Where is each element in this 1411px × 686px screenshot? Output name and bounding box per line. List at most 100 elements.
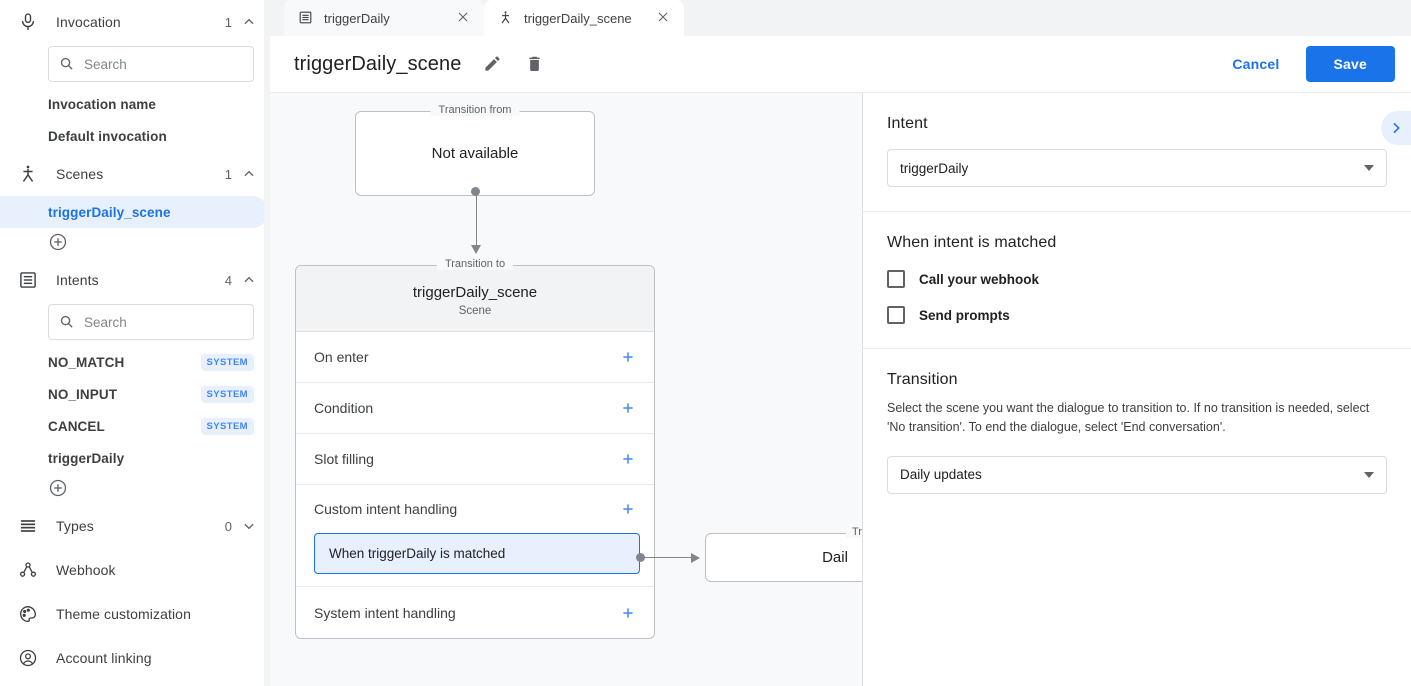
transition-target-node[interactable]: Tr Dail (705, 526, 862, 582)
sidebar-item-default-invocation[interactable]: Default invocation (0, 120, 268, 152)
add-circle-icon[interactable] (48, 232, 68, 252)
scene-row-on-enter[interactable]: On enter (296, 332, 654, 383)
scene-row-condition[interactable]: Condition (296, 383, 654, 434)
palette-icon (16, 602, 40, 626)
status-badge: SYSTEM (200, 353, 254, 371)
webhook-icon (16, 558, 40, 582)
sidebar-item-label: NO_INPUT (48, 386, 118, 402)
scene-block-custom-intent-handling: Custom intent handling When triggerDaily… (296, 485, 654, 587)
connector-arrow (471, 245, 481, 254)
chevron-up-icon[interactable] (242, 273, 256, 287)
intents-search[interactable] (48, 304, 254, 340)
close-icon[interactable] (656, 10, 672, 26)
sidebar-item-no-input[interactable]: NO_INPUT SYSTEM (0, 378, 268, 410)
add-circle-icon[interactable] (48, 478, 68, 498)
sidebar-scrollbar[interactable] (264, 0, 270, 686)
sidebar-item-label: Invocation name (48, 96, 157, 112)
sidebar-item-invocation-name[interactable]: Invocation name (0, 88, 268, 120)
sidebar-item-triggerdaily[interactable]: triggerDaily (0, 442, 268, 474)
page-title: triggerDaily_scene (294, 52, 462, 75)
sidebar-group-label: Intents (56, 272, 99, 288)
content-area: Transition from Not available Transition… (270, 93, 1411, 686)
search-icon (59, 56, 74, 72)
invocation-search[interactable] (48, 46, 254, 82)
scene-row-label: On enter (314, 349, 369, 365)
scene-node[interactable]: Transition to triggerDaily_scene Scene O… (295, 258, 655, 639)
intent-handler-chip[interactable]: When triggerDaily is matched (314, 533, 640, 574)
scene-row-custom-intent-handling[interactable]: Custom intent handling (296, 485, 654, 533)
checkbox-row-call-your-webhook[interactable]: Call your webhook (887, 270, 1387, 288)
scene-node-subtitle: Scene (458, 305, 492, 317)
intent-select[interactable]: triggerDaily (887, 149, 1387, 187)
plus-icon[interactable] (620, 501, 636, 517)
plus-icon[interactable] (620, 605, 636, 621)
add-intent-row (0, 474, 270, 504)
pencil-icon[interactable] (483, 54, 503, 74)
checkbox-row-send-prompts[interactable]: Send prompts (887, 306, 1387, 324)
when-intent-matched-title: When intent is matched (887, 234, 1057, 251)
search-icon (59, 314, 74, 330)
chevron-down-icon (1364, 165, 1374, 171)
intent-section: Intent triggerDaily (863, 93, 1411, 212)
sidebar-group-intents[interactable]: Intents 4 (0, 258, 270, 302)
plus-icon[interactable] (620, 400, 636, 416)
sidebar-group-label: Types (56, 518, 94, 534)
checkbox-send-prompts[interactable] (887, 306, 905, 324)
save-button[interactable]: Save (1305, 46, 1395, 82)
scene-row-system-intent-handling[interactable]: System intent handling (296, 587, 654, 638)
chevron-down-icon (1364, 471, 1374, 478)
sidebar-item-backend-services[interactable]: Backend services (0, 680, 270, 686)
transition-select-value: Daily updates (900, 467, 982, 483)
microphone-icon (16, 10, 40, 34)
intent-select-value: triggerDaily (900, 160, 969, 176)
sidebar-group-count: 1 (224, 14, 232, 30)
sidebar-item-account-linking[interactable]: Account linking (0, 636, 270, 680)
toolbar: triggerDaily_scene Cancel Save (270, 36, 1411, 93)
tab-triggerdaily[interactable]: triggerDaily (284, 0, 484, 36)
close-icon[interactable] (456, 10, 472, 26)
intent-handler-chip-label: When triggerDaily is matched (329, 546, 506, 561)
tab-triggerdaily-scene[interactable]: triggerDaily_scene (484, 0, 684, 36)
sidebar-group-scenes[interactable]: Scenes 1 (0, 152, 270, 196)
plus-icon[interactable] (620, 349, 636, 365)
intent-icon (298, 10, 314, 26)
chevron-up-icon[interactable] (242, 167, 256, 181)
sidebar-group-types[interactable]: Types 0 (0, 504, 270, 548)
search-input[interactable] (84, 56, 243, 72)
sidebar-item-no-match[interactable]: NO_MATCH SYSTEM (0, 346, 268, 378)
sidebar-item-label: Webhook (56, 562, 116, 578)
chevron-down-icon[interactable] (242, 519, 256, 533)
connector-line (640, 557, 692, 558)
scene-row-slot-filling[interactable]: Slot filling (296, 434, 654, 485)
scene-graph-canvas[interactable]: Transition from Not available Transition… (270, 93, 862, 686)
main-area: triggerDaily triggerDaily_scene (270, 0, 1411, 686)
transition-select[interactable]: Daily updates (887, 455, 1387, 494)
transition-from-node[interactable]: Transition from Not available (355, 104, 595, 196)
tab-label: triggerDaily_scene (524, 10, 632, 26)
scene-row-label: System intent handling (314, 604, 456, 621)
node-legend: Tr (846, 526, 862, 538)
connector-arrow (691, 552, 700, 563)
checkbox-call-your-webhook[interactable] (887, 270, 905, 288)
plus-icon[interactable] (620, 451, 636, 467)
chevron-up-icon[interactable] (242, 15, 256, 29)
account-icon (16, 646, 40, 670)
cancel-button[interactable]: Cancel (1220, 48, 1291, 80)
sidebar-item-webhook[interactable]: Webhook (0, 548, 270, 592)
sidebar-item-label: Account linking (56, 650, 152, 666)
sidebar-item-triggerdaily-scene[interactable]: triggerDaily_scene (0, 196, 268, 228)
node-legend: Transition to (436, 258, 514, 270)
trash-icon[interactable] (525, 54, 545, 74)
invocation-search-wrap (0, 44, 270, 88)
sidebar-item-cancel[interactable]: CANCEL SYSTEM (0, 410, 268, 442)
sidebar-item-theme-customization[interactable]: Theme customization (0, 592, 270, 636)
checkbox-label: Send prompts (919, 307, 1010, 323)
search-input[interactable] (84, 314, 243, 330)
sidebar-group-invocation[interactable]: Invocation 1 (0, 0, 270, 44)
scene-node-name: triggerDaily_scene (412, 284, 538, 301)
sidebar-item-label: triggerDaily (48, 450, 125, 466)
scene-row-label: Custom intent handling (314, 501, 458, 517)
sidebar-item-label: CANCEL (48, 418, 105, 434)
chevron-right-icon[interactable] (1381, 111, 1411, 145)
sidebar-item-label: NO_MATCH (48, 354, 125, 370)
